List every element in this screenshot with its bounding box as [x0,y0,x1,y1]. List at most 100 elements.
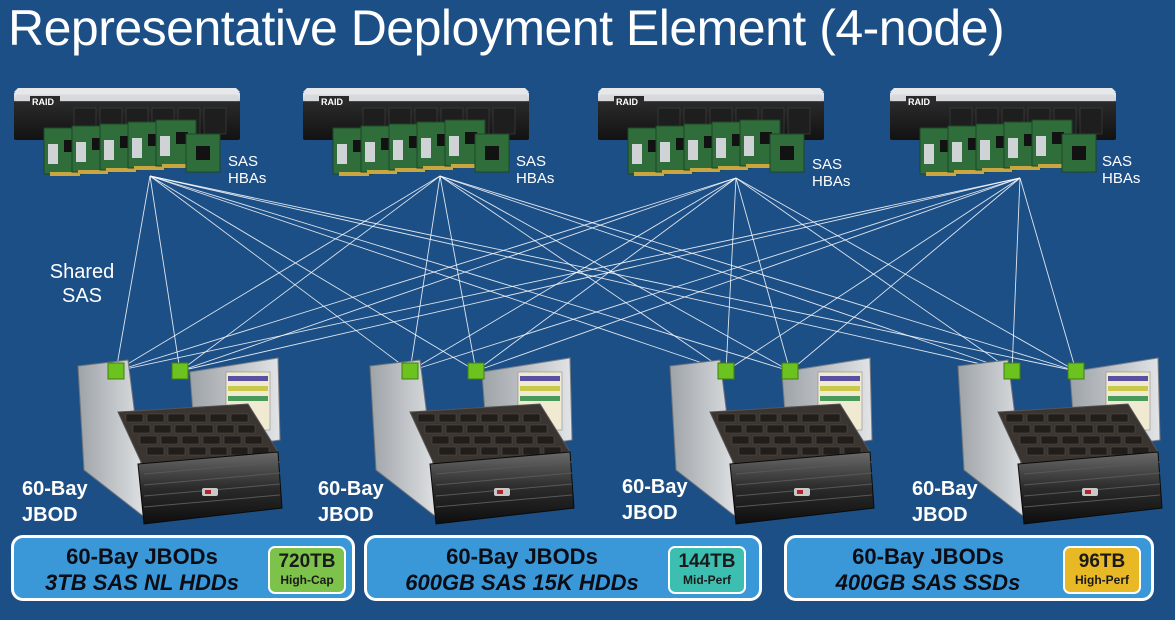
drive-slot [794,435,813,445]
jbod-enclosure [669,357,875,525]
drive-slot [508,424,527,434]
drive-slot [1103,435,1122,445]
drive-slot [501,446,520,456]
bezel-logo-mark [205,490,211,494]
drive-slot [801,446,820,456]
tier-box-high-cap: 60-Bay JBODs 3TB SAS NL HDDs 720TB High-… [11,535,355,601]
hba-connector [337,144,347,164]
bezel-vent [143,494,281,508]
bezel-vent [435,494,573,508]
drive-slot [174,424,193,434]
hba-edge-contacts [718,166,748,170]
sas-cable [149,175,1077,372]
jbod-enclosure [369,357,575,525]
hba-connector [1008,138,1018,158]
drive-slot [801,413,820,423]
hba-chip [485,146,499,160]
drive-slot [1110,413,1129,423]
drive-slot [780,446,799,456]
hba-connector [744,136,754,156]
capacity-badge: 720TB High-Cap [268,546,346,594]
service-label-band [820,386,860,391]
service-label-band [520,396,560,401]
bezel-vent [143,461,281,475]
drive-slot [724,424,743,434]
hba-edge-contacts [395,168,425,172]
drive-slot [417,413,436,423]
server-handle-bar [305,95,527,101]
drive-slot [167,413,186,423]
hba-connector [48,144,58,164]
drive-slot [1068,446,1087,456]
hba-connector [688,140,698,160]
tier-heading: 60-Bay JBODs [66,544,218,569]
drive-slot [459,446,478,456]
drive-slot [480,446,499,456]
sas-cable [149,175,181,372]
sas-cable [1019,177,1077,372]
drive-slot [466,424,485,434]
hba-connector [160,136,170,156]
drive-slot [745,424,764,434]
drive-slot [202,435,221,445]
server-node: RAID [890,88,1116,176]
sas-port [467,362,485,380]
hba-edge-contacts [662,170,692,174]
raid-logo [614,96,644,106]
hba-connector [716,138,726,158]
drive-slot [223,435,242,445]
sas-port [717,362,735,380]
hba-connector [365,142,375,162]
bezel-logo-mark [1085,490,1091,494]
drive-slot [717,413,736,423]
hba-edge-contacts [106,168,136,172]
hba-connector [76,142,86,162]
sas-port [1067,362,1085,380]
jbod-enclosure [77,357,283,525]
drive-slot [536,435,555,445]
raid-logo-text: RAID [616,97,638,107]
drive-slot [459,413,478,423]
hba-edge-contacts [1010,166,1040,170]
sas-cable [475,177,1021,372]
drive-bay [1079,107,1103,135]
sas-cable [439,175,477,372]
sas-cable [179,177,737,372]
sas-port [107,362,125,380]
drive-slot [445,424,464,434]
drive-slot [209,446,228,456]
drive-slot [230,446,249,456]
bezel-vent [1023,472,1161,486]
sas-cable [179,177,1021,372]
drive-slot [522,413,541,423]
tier-name: Mid-Perf [683,573,731,587]
hba-edge-contacts [746,164,776,168]
drive-bay [203,107,227,135]
sas-cable [475,177,737,372]
drive-slot [522,446,541,456]
drive-slot [759,413,778,423]
drive-slot [1096,424,1115,434]
drive-slot [160,435,179,445]
server-top [890,88,1116,92]
hba-connector [393,140,403,160]
sas-cable [149,175,1013,372]
hba-chip [176,132,188,144]
bezel-logo-mark [497,490,503,494]
drive-slot [487,424,506,434]
drive-slot [494,435,513,445]
drive-slot [244,435,263,445]
drive-slot [132,424,151,434]
service-label-band [820,376,860,381]
bezel-vent [143,472,281,486]
server-top [598,88,824,92]
drive-slot [452,435,471,445]
drive-slot [216,424,235,434]
drive-slot [438,413,457,423]
sas-cable [409,175,441,372]
bezel-logo-mark [797,490,803,494]
sas-port [401,362,419,380]
tier-heading: 60-Bay JBODs [852,544,1004,569]
